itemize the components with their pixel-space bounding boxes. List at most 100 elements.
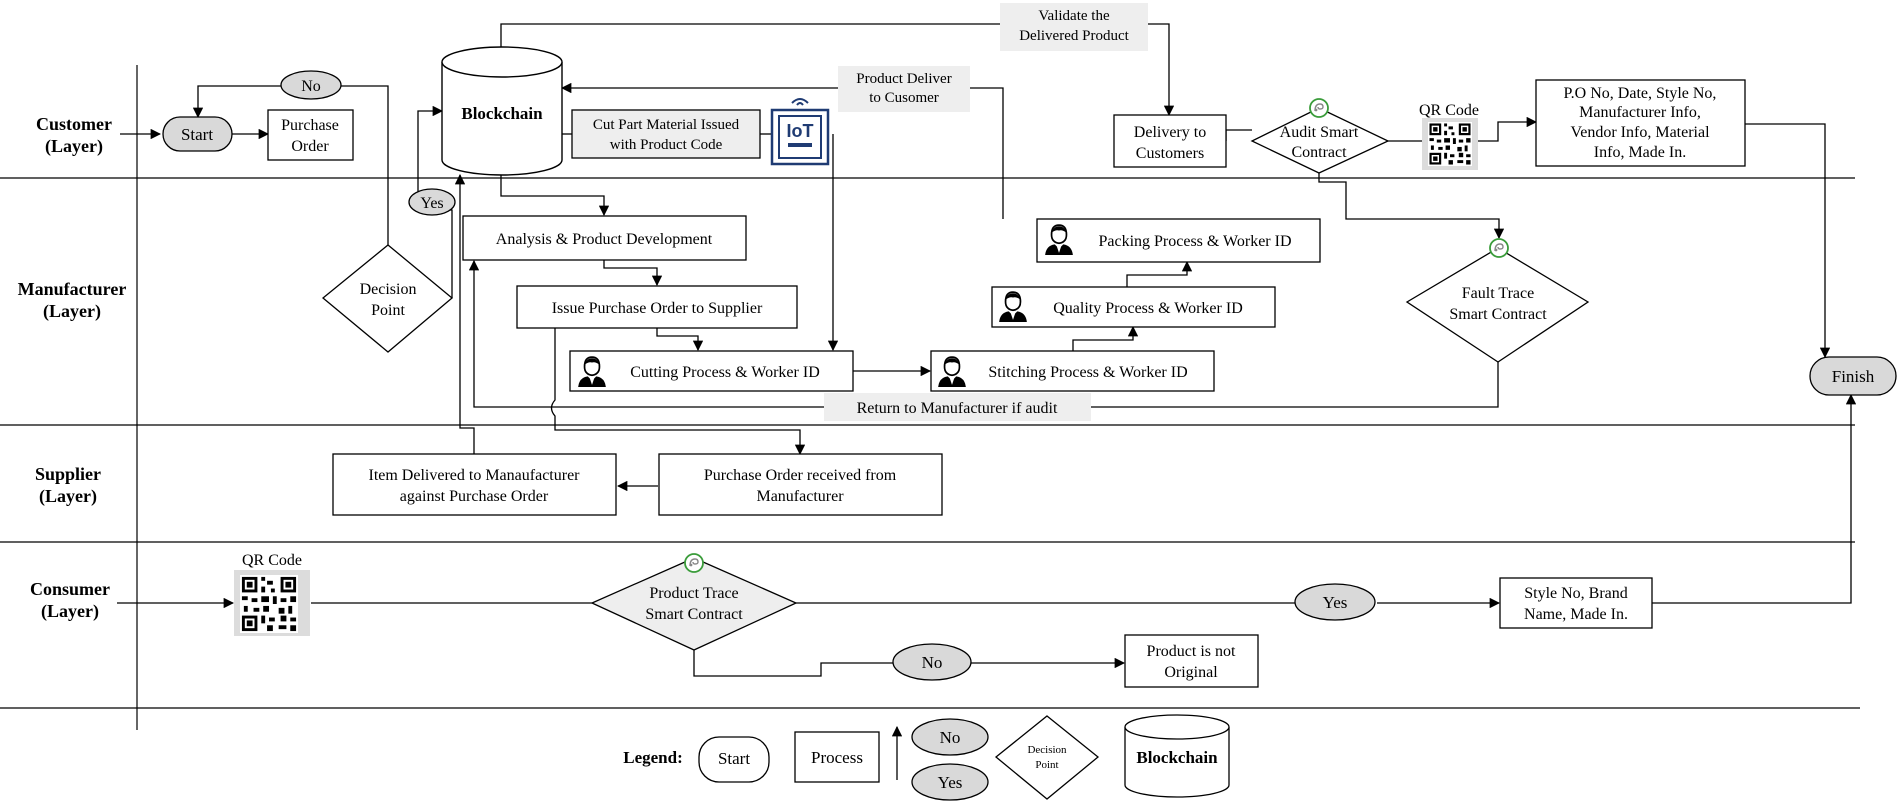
product-trace-l1: Product Trace: [649, 585, 738, 602]
po-received-l2: Manufacturer: [756, 488, 844, 505]
annotation-validate: Validate the Delivered Product: [1000, 3, 1148, 51]
item-delivered-l1: Item Delivered to Manaufacturer: [368, 467, 580, 484]
legend-yes: Yes: [911, 763, 989, 801]
legend-yes-label: Yes: [938, 773, 963, 792]
oval-yes-left: Yes: [408, 188, 456, 216]
lane-grid: [0, 65, 1860, 730]
annotation-deliver-customer: Product Deliver to Cusomer: [838, 66, 970, 112]
finish-terminal: Finish: [1809, 356, 1897, 396]
qr-code-consumer: QR Code: [234, 552, 310, 636]
lane-consumer-l1: Consumer: [30, 579, 110, 599]
lane-supplier-l1: Supplier: [35, 464, 101, 484]
process-cutting: Cutting Process & Worker ID: [569, 350, 854, 392]
oval-no-top: No: [280, 70, 342, 100]
return-label: Return to Manufacturer if audit: [857, 400, 1058, 417]
oval-yes-left-label: Yes: [420, 195, 443, 212]
lane-supplier-l2: (Layer): [39, 486, 97, 507]
style-brand-l1: Style No, Brand: [1524, 585, 1628, 602]
cutting-label: Cutting Process & Worker ID: [630, 364, 820, 381]
issue-po-label: Issue Purchase Order to Supplier: [552, 300, 763, 317]
process-po-received: Purchase Order received from Manufacture…: [658, 453, 943, 516]
oval-yes-consumer: Yes: [1294, 583, 1376, 621]
delivery-customers-l2: Customers: [1136, 145, 1204, 162]
start-terminal: Start: [162, 116, 233, 152]
legend: Legend: Start Process No Yes Decision Po…: [623, 714, 1230, 801]
legend-decision: Decision Point: [994, 715, 1100, 800]
legend-title: Legend:: [623, 748, 683, 767]
process-style-brand: Style No, Brand Name, Made In.: [1499, 577, 1653, 629]
decision-product-trace: Product Trace Smart Contract: [590, 553, 798, 651]
oval-yes-consumer-label: Yes: [1323, 593, 1348, 612]
iot-icon: IoT: [770, 98, 830, 166]
decision-fault-trace: Fault Trace Smart Contract: [1405, 238, 1590, 363]
process-packing: Packing Process & Worker ID: [1036, 218, 1321, 263]
finish-label: Finish: [1832, 367, 1875, 386]
cut-part-l1: Cut Part Material Issued: [593, 117, 740, 133]
fault-trace-l1: Fault Trace: [1462, 285, 1534, 302]
delivery-customers-l1: Delivery to: [1134, 124, 1206, 141]
process-quality: Quality Process & Worker ID: [991, 286, 1276, 328]
purchase-order-l2: Order: [291, 138, 329, 155]
legend-blockchain-label: Blockchain: [1136, 748, 1218, 767]
lane-manufacturer-l1: Manufacturer: [18, 279, 127, 299]
process-cut-part: Cut Part Material Issued with Product Co…: [571, 109, 761, 159]
product-trace-l2: Smart Contract: [645, 606, 743, 623]
legend-start: Start: [698, 736, 770, 783]
process-delivery-customers: Delivery to Customers: [1113, 114, 1227, 168]
packing-label: Packing Process & Worker ID: [1098, 233, 1291, 250]
deliver-customer-l1: Product Deliver: [856, 71, 951, 87]
blockchain-database: Blockchain: [441, 46, 563, 176]
lane-manufacturer-l2: (Layer): [43, 301, 101, 322]
decision-audit: Audit Smart Contract: [1250, 98, 1390, 174]
lane-consumer-l2: (Layer): [41, 601, 99, 622]
legend-decision-l2: Point: [1035, 759, 1058, 771]
legend-process-label: Process: [811, 748, 863, 767]
qr-code-customer: QR Code: [1419, 102, 1479, 170]
process-purchase-order: Purchase Order: [267, 109, 354, 161]
style-brand-l2: Name, Made In.: [1524, 606, 1628, 623]
not-original-l1: Product is not: [1147, 643, 1236, 660]
po-received-l1: Purchase Order received from: [704, 467, 897, 484]
po-info-l2: Manufacturer Info,: [1579, 104, 1701, 121]
annotation-return: Return to Manufacturer if audit: [824, 393, 1091, 421]
legend-blockchain: Blockchain: [1124, 714, 1230, 798]
stitching-label: Stitching Process & Worker ID: [988, 364, 1187, 381]
not-original-l2: Original: [1164, 664, 1218, 681]
process-item-delivered: Item Delivered to Manaufacturer against …: [332, 453, 617, 516]
blockchain-label: Blockchain: [461, 104, 543, 123]
qr-consumer-label: QR Code: [242, 552, 302, 569]
legend-no-label: No: [940, 728, 961, 747]
legend-decision-l1: Decision: [1027, 744, 1067, 756]
quality-label: Quality Process & Worker ID: [1053, 300, 1243, 317]
po-info-l4: Info, Made In.: [1594, 144, 1686, 161]
legend-no: No: [911, 718, 989, 756]
oval-no-top-label: No: [301, 78, 321, 95]
decision-point: Decision Point: [321, 244, 454, 353]
oval-no-consumer: No: [892, 643, 972, 681]
oval-no-consumer-label: No: [922, 653, 943, 672]
lane-customer-l2: (Layer): [45, 136, 103, 157]
lane-labels: Customer (Layer) Manufacturer (Layer) Su…: [18, 114, 127, 622]
deliver-customer-l2: to Cusomer: [869, 90, 939, 106]
cut-part-l2: with Product Code: [610, 137, 723, 153]
legend-process: Process: [794, 731, 880, 783]
fault-trace-l2: Smart Contract: [1449, 306, 1547, 323]
audit-l1: Audit Smart: [1280, 124, 1359, 141]
legend-start-label: Start: [718, 749, 750, 768]
process-stitching: Stitching Process & Worker ID: [930, 350, 1215, 392]
purchase-order-l1: Purchase: [281, 117, 339, 134]
validate-l1: Validate the: [1038, 8, 1110, 24]
analysis-label: Analysis & Product Development: [496, 231, 713, 248]
iot-label: IoT: [787, 121, 814, 141]
process-not-original: Product is not Original: [1124, 634, 1259, 688]
validate-l2: Delivered Product: [1019, 28, 1129, 44]
process-po-info: P.O No, Date, Style No, Manufacturer Inf…: [1535, 79, 1746, 167]
po-info-l3: Vendor Info, Material: [1570, 124, 1710, 141]
start-label: Start: [181, 125, 213, 144]
decision-point-l1: Decision: [360, 281, 417, 298]
qr-customer-label: QR Code: [1419, 102, 1479, 119]
decision-point-l2: Point: [371, 302, 405, 319]
lane-customer-l1: Customer: [36, 114, 112, 134]
process-issue-po: Issue Purchase Order to Supplier: [516, 285, 798, 329]
